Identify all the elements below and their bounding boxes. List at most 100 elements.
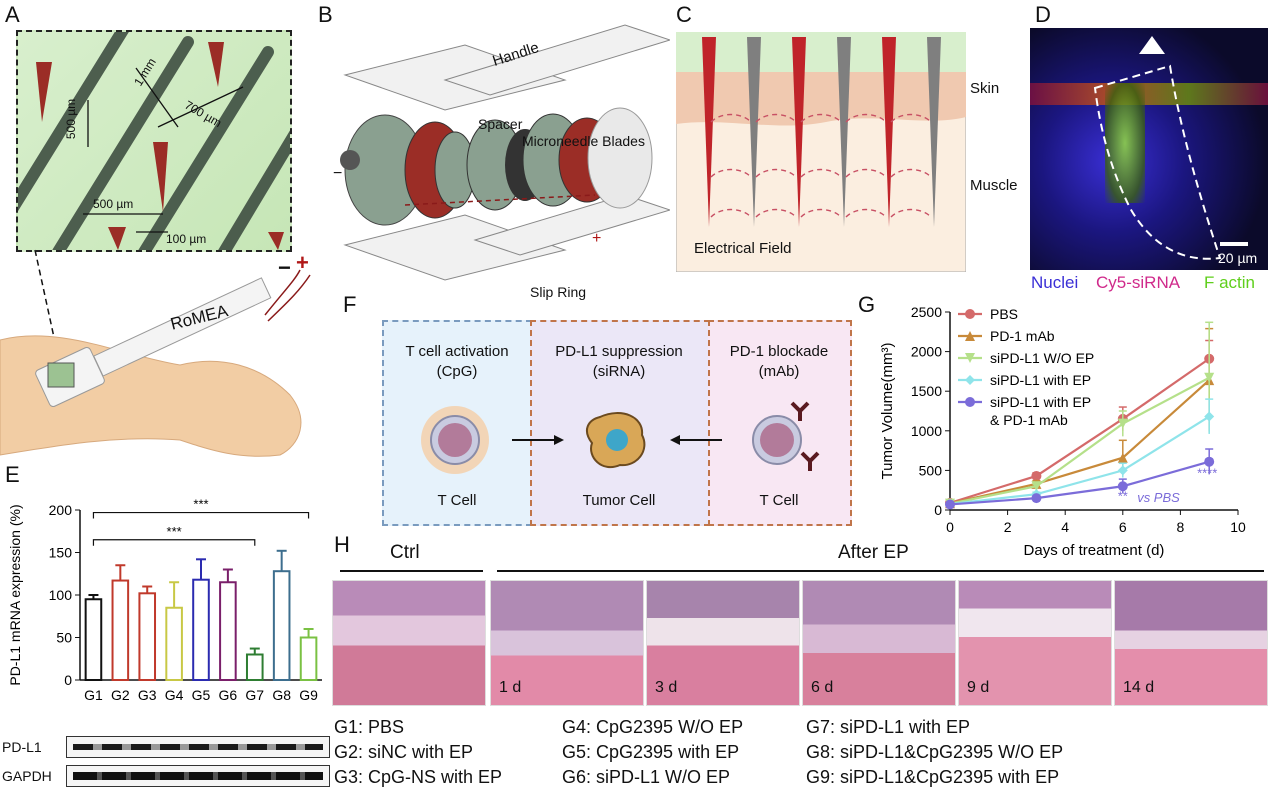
- significance-label: ***: [193, 497, 208, 512]
- significance-label: ***: [167, 524, 182, 539]
- histology-day6: 6 d: [802, 580, 956, 706]
- histology-ctrl: [332, 580, 486, 706]
- legend-label-0: PBS: [990, 306, 1018, 322]
- cell-label-t-cell-left: T Cell: [437, 492, 477, 509]
- histology-day9: 9 d: [958, 580, 1112, 706]
- panel-a-arm-illustration: [0, 249, 311, 457]
- y-axis-label: PD-L1 mRNA expression (%): [7, 504, 23, 685]
- label-muscle: Muscle: [970, 177, 1018, 194]
- data-point-series-2: [1117, 418, 1128, 429]
- dim-100um: 100 µm: [166, 232, 207, 246]
- group-legend-g2: G2: siNC with EP: [334, 742, 474, 762]
- histology-day3: 3 d: [646, 580, 800, 706]
- bar-g8: [272, 570, 291, 681]
- panel-b-exploded-device: [340, 24, 670, 281]
- x-tick-label: 0: [946, 519, 954, 535]
- after-ep-underline: [497, 570, 1264, 572]
- bar-g6: [219, 581, 237, 681]
- label-skin: Skin: [970, 80, 1000, 97]
- bar-g7: [245, 653, 264, 681]
- day-label-3: 3 d: [655, 679, 678, 696]
- panel-label-g: G: [858, 292, 876, 317]
- panel-label-e: E: [5, 462, 20, 487]
- panel-c-electric-field-diagram: [676, 32, 966, 272]
- cell-label-t-cell-right: T Cell: [759, 492, 799, 509]
- cell-label-tumor-cell: Tumor Cell: [582, 492, 656, 509]
- x-tick-label-g3: G3: [138, 687, 157, 703]
- x-axis-label: Days of treatment (d): [1024, 542, 1165, 559]
- x-tick-label-g2: G2: [111, 687, 130, 703]
- group-legend-g6: G6: siPD-L1 W/O EP: [562, 767, 731, 787]
- panel-label-a: A: [5, 2, 20, 27]
- x-tick-label: 8: [1177, 519, 1185, 535]
- label-spacer: Spacer: [478, 116, 523, 132]
- y-tick-label: 150: [49, 545, 73, 561]
- legend-label-3: siPD-L1 with EP: [990, 372, 1091, 388]
- bar-g9: [299, 636, 318, 681]
- x-tick-label-g4: G4: [165, 687, 184, 703]
- x-tick-label: 4: [1061, 519, 1069, 535]
- histology-day1: 1 d: [490, 580, 644, 706]
- data-point-series-1: [1117, 452, 1128, 463]
- legend-nuclei: Nuclei: [1031, 273, 1079, 292]
- data-point-series-4: [1031, 493, 1042, 504]
- y-axis-label: Tumor Volume(mm³): [879, 343, 896, 480]
- bar-g2: [111, 579, 130, 681]
- legend-f-actin: F actin: [1204, 273, 1256, 292]
- y-tick-label: 0: [64, 672, 72, 688]
- panel-f-cells: [421, 401, 820, 474]
- panel-label-b: B: [318, 2, 333, 27]
- y-tick-label: 500: [919, 462, 943, 478]
- legend-cy5-sirna: Cy5-siRNA: [1096, 273, 1181, 292]
- group-legend-g4: G4: CpG2395 W/O EP: [562, 717, 744, 737]
- data-point-series-0: [1031, 470, 1042, 481]
- data-point-series-3: [1204, 411, 1215, 422]
- day-label-9: 9 d: [967, 679, 990, 696]
- label-after-ep: After EP: [838, 542, 909, 563]
- legend-label-1: PD-1 mAb: [990, 328, 1055, 344]
- dim-500um-vertical: 500 µm: [64, 98, 79, 140]
- blot-strip-pdl1: [66, 736, 330, 758]
- label-ctrl: Ctrl: [390, 542, 420, 563]
- y-tick-label: 0: [934, 502, 942, 518]
- x-tick-label-g6: G6: [219, 687, 238, 703]
- histology-day14: 14 d: [1114, 580, 1268, 706]
- x-tick-label-g5: G5: [192, 687, 211, 703]
- data-point-series-4: [1117, 481, 1128, 492]
- data-point-series-4: [1204, 456, 1215, 467]
- legend-marker-1: [965, 331, 975, 341]
- day-label-1: 1 d: [499, 679, 522, 696]
- significance-bracket: [92, 511, 310, 519]
- slip-ring-plus: +: [592, 230, 602, 247]
- y-tick-label: 1000: [911, 423, 942, 439]
- series-line-3: [949, 415, 1210, 506]
- day-label-6: 6 d: [811, 679, 834, 696]
- significance-label: **: [1118, 488, 1128, 503]
- day-label-14: 14 d: [1123, 679, 1155, 696]
- blot-label-gapdh: GAPDH: [2, 768, 52, 784]
- series-line-0: [949, 357, 1210, 504]
- bar-g4: [165, 606, 183, 681]
- y-tick-label: 1500: [911, 383, 942, 399]
- slip-ring-minus: −: [333, 165, 343, 182]
- x-tick-label-g9: G9: [299, 687, 318, 703]
- group-legend-g7: G7: siPD-L1 with EP: [806, 717, 971, 737]
- legend-label-4: siPD-L1 with EP: [990, 394, 1091, 410]
- significance-bracket: [92, 539, 256, 546]
- panel-a-zoom: 1 mm 500 µm 700 µm 500 µm 100 µm: [16, 30, 292, 252]
- series-line-4: [949, 460, 1210, 506]
- group-legend-g9: G9: siPD-L1&CpG2395 with EP: [806, 767, 1060, 787]
- electrode-minus: −: [278, 255, 291, 280]
- group-legend-g8: G8: siPD-L1&CpG2395 W/O EP: [806, 742, 1064, 762]
- label-microneedle-blades: Microneedle Blades: [522, 133, 645, 149]
- panel-label-c: C: [676, 2, 692, 27]
- x-tick-label-g7: G7: [245, 687, 264, 703]
- bar-g5: [192, 578, 210, 681]
- data-point-series-2: [1031, 481, 1042, 492]
- dim-500um-horizontal: 500 µm: [93, 197, 134, 211]
- group-legend-g3: G3: CpG-NS with EP: [334, 767, 503, 787]
- legend-marker-3: [965, 375, 975, 385]
- box-title-blockade: PD-1 blockade (mAb): [729, 343, 829, 380]
- data-point-series-2: [1204, 372, 1215, 383]
